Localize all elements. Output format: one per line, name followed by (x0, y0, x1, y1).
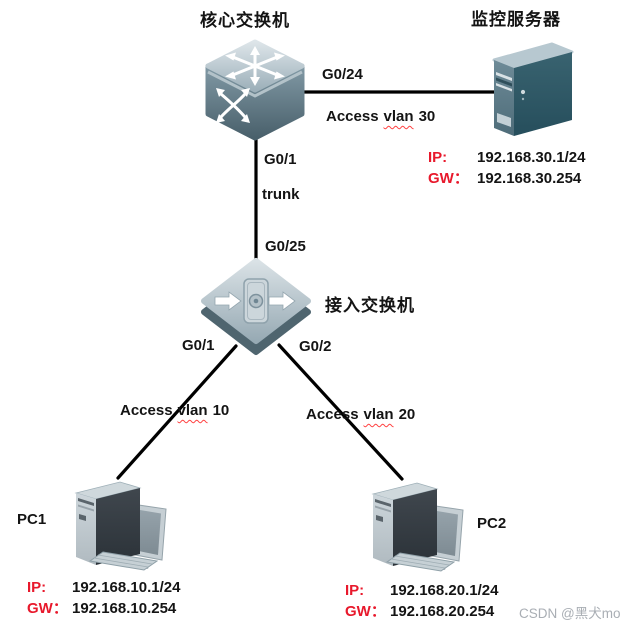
pc2-icon (371, 482, 464, 572)
pc2-gw-value: 192.168.20.254 (390, 603, 495, 620)
monitor-server-icon (492, 42, 574, 136)
watermark: CSDN @黑犬mo (519, 606, 621, 621)
pc1-gw-key: GW： (27, 600, 68, 617)
core-switch-icon (205, 39, 305, 141)
pc2-ip-value: 192.168.20.1/24 (390, 582, 499, 599)
link-access-to-pc2 (277, 343, 404, 481)
vlan30-number: 30 (418, 108, 436, 125)
pc2-label: PC2 (477, 515, 507, 532)
vlan20-word: vlan (363, 406, 394, 423)
pc2-address-block: IP: 192.168.20.1/24 GW： 192.168.20.254 (345, 580, 498, 622)
port-g0-2-access-label: G0/2 (299, 338, 332, 355)
server-ip-row: IP: 192.168.30.1/24 (428, 147, 585, 168)
server-gw-row: GW： 192.168.30.254 (428, 168, 585, 189)
pc1-icon (74, 481, 167, 571)
server-ip-value: 192.168.30.1/24 (477, 149, 586, 166)
pc2-ip-row: IP: 192.168.20.1/24 (345, 580, 498, 601)
vlan10-number: 10 (212, 402, 230, 419)
server-ip-key: IP: (428, 149, 448, 166)
vlan30-prefix: Access (326, 108, 379, 125)
port-g0-1-access-label: G0/1 (182, 337, 215, 354)
port-g0-1-core-label: G0/1 (264, 151, 297, 168)
core-switch-label: 核心交换机 (200, 11, 290, 30)
vlan20-prefix: Access (306, 406, 359, 423)
pc2-gw-key: GW： (345, 603, 386, 620)
server-gw-key: GW： (428, 170, 469, 187)
pc1-label: PC1 (17, 511, 47, 528)
pc1-address-block: IP: 192.168.10.1/24 GW： 192.168.10.254 (27, 577, 180, 619)
trunk-label: trunk (262, 186, 300, 203)
pc2-gw-row: GW： 192.168.20.254 (345, 601, 498, 622)
pc1-gw-value: 192.168.10.254 (72, 600, 177, 617)
pc1-gw-row: GW： 192.168.10.254 (27, 598, 180, 619)
pc2-ip-key: IP: (345, 582, 365, 599)
vlan30-word: vlan (383, 108, 414, 125)
server-address-block: IP: 192.168.30.1/24 GW： 192.168.30.254 (428, 147, 585, 189)
pc1-ip-value: 192.168.10.1/24 (72, 579, 181, 596)
link-access-to-pc1 (116, 344, 238, 480)
access-switch-icon (201, 258, 311, 355)
port-g0-24-label: G0/24 (322, 66, 363, 83)
port-g0-25-label: G0/25 (265, 238, 306, 255)
vlan10-prefix: Access (120, 402, 173, 419)
pc1-ip-key: IP: (27, 579, 47, 596)
access-switch-label: 接入交换机 (325, 296, 415, 315)
vlan10-word: vlan (177, 402, 208, 419)
server-gw-value: 192.168.30.254 (477, 170, 582, 187)
monitor-server-label: 监控服务器 (471, 10, 561, 29)
pc1-ip-row: IP: 192.168.10.1/24 (27, 577, 180, 598)
vlan20-number: 20 (398, 406, 416, 423)
